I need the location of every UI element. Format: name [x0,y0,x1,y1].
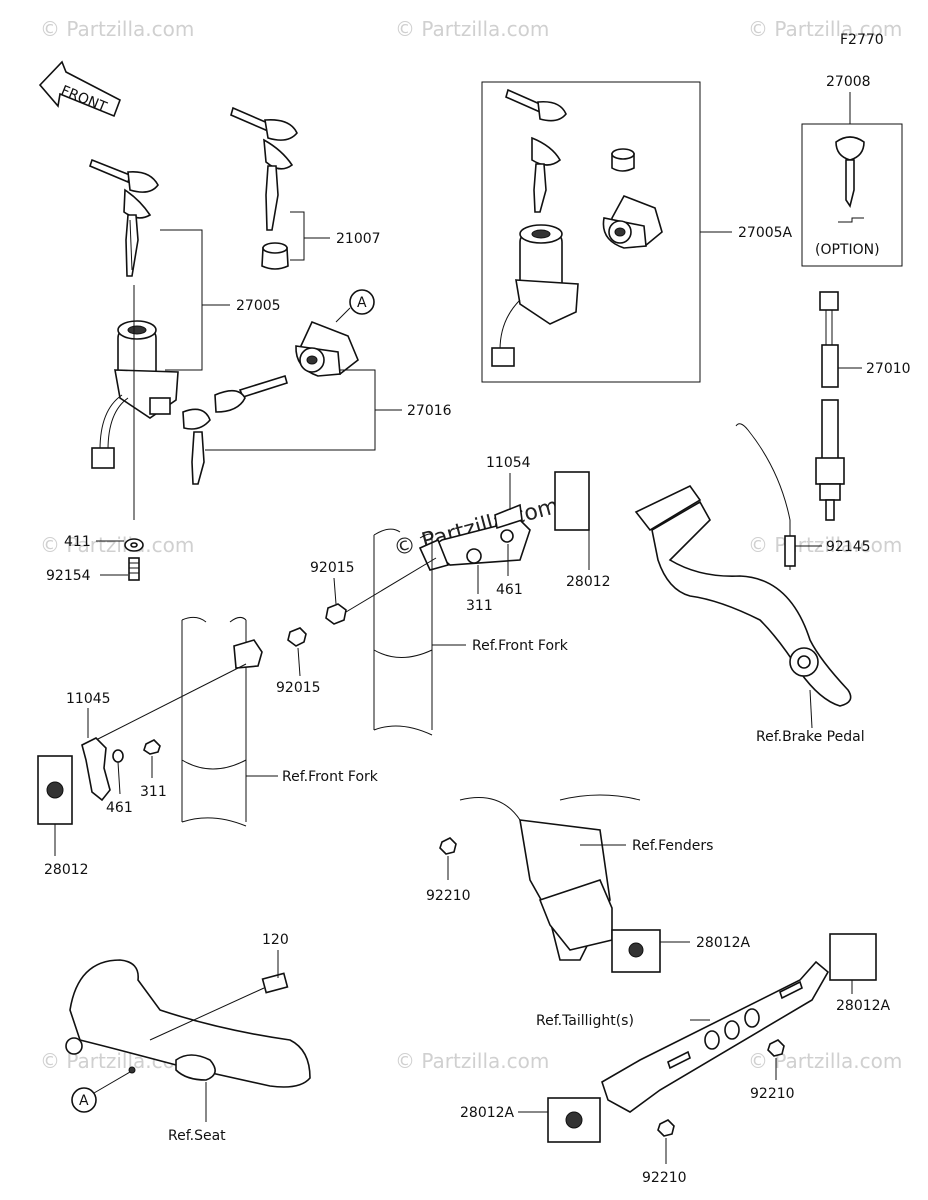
watermark: © Partzilla.com [395,1049,549,1073]
label-28012A-fender: 28012A [696,935,751,951]
callout-a-icon [71,1087,97,1113]
ref-seat: Ref.Seat [168,1128,226,1144]
seat-lock [182,320,359,485]
ref-front-fork-right: Ref.Front Fork [472,638,569,654]
fork-bracket [233,639,263,669]
label-27010: 27010 [866,361,911,377]
figure-code: F2770 [840,32,884,48]
taillight-bracket [547,933,877,1143]
ignition-switch [89,158,179,581]
watermark: © Partzilla.com [40,17,194,41]
callout-a-icon [349,289,375,315]
nut-icon [287,627,307,647]
label-27016: 27016 [407,403,452,419]
label-461-right: 461 [496,582,523,598]
label-92145: 92145 [826,539,871,555]
front-arrow-icon: FRONT [38,60,121,118]
label-28012A-right: 28012A [836,998,891,1014]
label-411: 411 [64,534,91,550]
option-label: (OPTION) [815,242,880,258]
right-reflector-bracket [418,471,590,571]
ref-front-fork-left: Ref.Front Fork [282,769,379,785]
watermark: © Partzilla.com [748,533,902,557]
label-28012-right: 28012 [566,574,611,590]
label-28012A-left: 28012A [460,1105,515,1121]
callout-a-seat: A [79,1093,89,1109]
ref-fenders: Ref.Fenders [632,838,713,854]
brake-pedal [634,423,852,707]
label-21007: 21007 [336,231,381,247]
left-reflector-bracket [37,737,161,825]
kit-contents [491,88,663,367]
label-27008: 27008 [826,74,871,90]
ref-taillight: Ref.Taillight(s) [536,1013,634,1029]
label-92210-right: 92210 [750,1086,795,1102]
label-92154: 92154 [46,568,91,584]
watermark: © Partzilla.com [395,17,549,41]
label-28012-left: 28012 [44,862,89,878]
label-27005: 27005 [236,298,281,314]
label-92210-bottom: 92210 [642,1170,687,1186]
fender-bracket [439,794,661,973]
key-set [230,106,298,270]
front-fork-right [373,528,433,736]
label-461-left: 461 [106,800,133,816]
watermark: © Partzilla.com [748,17,902,41]
callout-a: A [357,295,367,311]
front-fork-left [181,616,247,827]
kit-box [481,81,701,383]
label-311-right: 311 [466,598,493,614]
label-11054: 11054 [486,455,531,471]
label-27005A: 27005A [738,225,793,241]
label-92015-left: 92015 [276,680,321,696]
label-92015-right: 92015 [310,560,355,576]
label-311-left: 311 [140,784,167,800]
watermark: © Partzilla.com [40,533,194,557]
neutral-switch [815,291,845,521]
label-11045: 11045 [66,691,111,707]
option-key [835,136,865,223]
ref-brake-pedal: Ref.Brake Pedal [756,729,865,745]
seat-grab-rail [65,959,311,1088]
label-120: 120 [262,932,289,948]
nut-icon [325,603,347,625]
option-box [801,123,903,267]
label-92210-fender: 92210 [426,888,471,904]
